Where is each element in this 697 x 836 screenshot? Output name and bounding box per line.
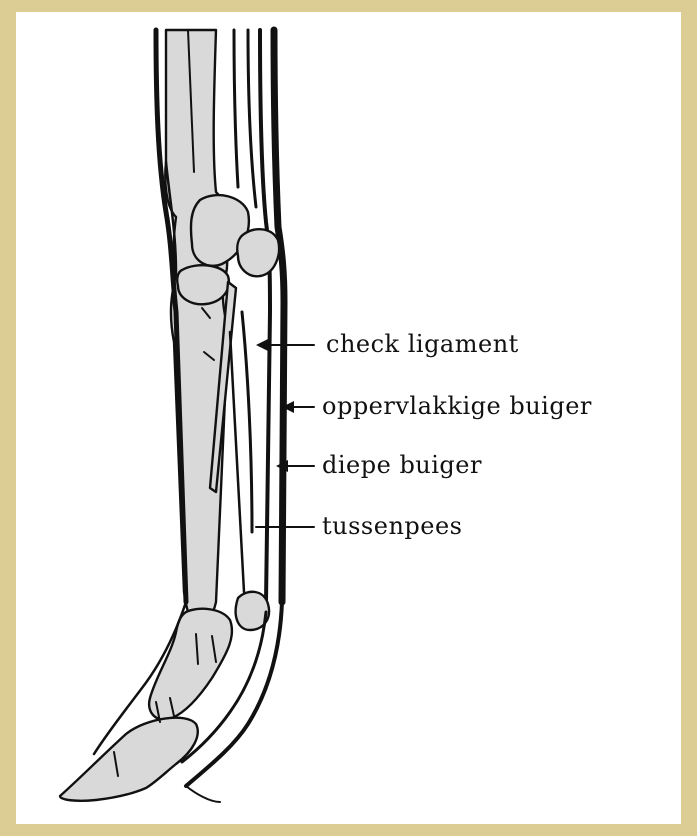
pastern-bone — [149, 609, 232, 720]
interosseus-line — [230, 332, 244, 592]
knee-bone-accessory — [237, 229, 279, 276]
diagram-frame: check ligament oppervlakkige buiger diep… — [16, 12, 681, 824]
label-oppervlakkige-buiger: oppervlakkige buiger — [322, 394, 592, 418]
superficial-flexor-line — [274, 30, 284, 602]
label-diepe-buiger: diepe buiger — [322, 453, 482, 477]
check-ligament-line — [242, 312, 252, 532]
shaft-back-line — [234, 30, 238, 187]
heel-line — [186, 786, 220, 802]
deep-flexor-line — [260, 30, 270, 602]
label-tussenpees: tussenpees — [322, 514, 462, 538]
tendon-inner-line — [248, 30, 256, 207]
label-check-ligament: check ligament — [326, 332, 519, 356]
knee-bone-lower — [177, 265, 229, 304]
coffin-bone — [60, 718, 198, 801]
